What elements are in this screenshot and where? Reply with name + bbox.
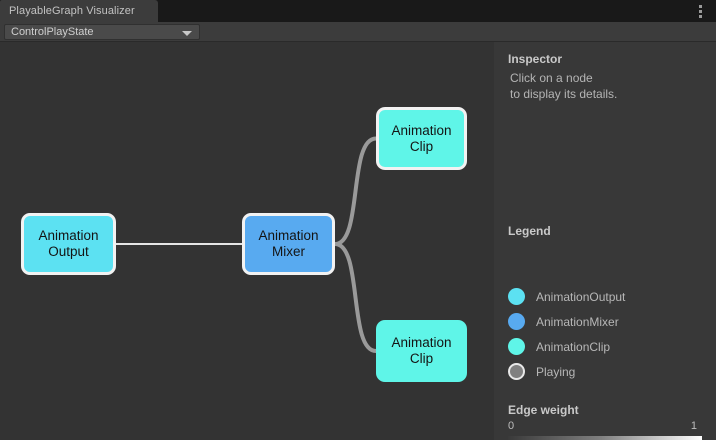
toolbar: ControlPlayState [0, 22, 716, 42]
legend-color-swatch-icon [508, 338, 525, 355]
legend-title: Legend [508, 224, 551, 238]
edge-weight-max-label: 1 [690, 420, 697, 432]
graph-node-label-line2: Mixer [272, 244, 305, 259]
legend-color-swatch-icon [508, 313, 525, 330]
kebab-dot [698, 10, 702, 13]
graph-edges [115, 136, 378, 353]
legend-item-animationclip: AnimationClip [494, 334, 716, 359]
graph-node-label-line2: Clip [409, 138, 434, 154]
kebab-dot [698, 15, 702, 18]
graph-node-label-line1: Animation [38, 228, 99, 243]
legend-item-label: AnimationClip [536, 339, 611, 354]
inspector-title: Inspector [508, 52, 563, 66]
kebab-menu-icon[interactable] [694, 3, 706, 20]
graph-selector-dropdown[interactable]: ControlPlayState [4, 24, 200, 40]
kebab-dot [698, 5, 702, 8]
legend-color-swatch-icon [508, 288, 525, 305]
legend-item-animationmixer: AnimationMixer [494, 309, 716, 334]
legend-item-animationoutput: AnimationOutput [494, 284, 716, 309]
graph-node-label-line1: Animation [391, 122, 452, 138]
graph-node-label-line1: Animation [391, 335, 452, 350]
legend-item-label: AnimationMixer [536, 314, 619, 329]
graph-node-label-line1: Animation [258, 228, 319, 243]
edge-weight-title: Edge weight [508, 403, 579, 417]
edge-weight-min-label: 0 [508, 420, 515, 432]
graph-node-label-line2: Output [48, 244, 89, 259]
graph-edge-clip_bottom-to-mixer [333, 242, 378, 353]
inspector-hint: Click on a node to display its details. [510, 71, 618, 101]
tab-playablegraph-visualizer[interactable]: PlayableGraph Visualizer [0, 0, 158, 22]
graph-selector-value: ControlPlayState [11, 26, 94, 38]
legend-item-playing: Playing [494, 359, 716, 384]
edge-weight-gradient-bar [508, 436, 702, 440]
window-tab-bar: PlayableGraph Visualizer [0, 0, 716, 22]
legend-color-swatch-icon [508, 363, 525, 380]
graph-node-label-line2: Clip [409, 351, 434, 366]
legend-item-label: Playing [536, 364, 576, 379]
tab-label: PlayableGraph Visualizer [9, 5, 135, 17]
chevron-down-icon [182, 31, 192, 36]
graph-edge-clip_top-to-mixer [333, 136, 378, 246]
inspector-panel: Inspector Click on a node to display its… [494, 42, 716, 440]
legend-item-label: AnimationOutput [536, 289, 626, 304]
